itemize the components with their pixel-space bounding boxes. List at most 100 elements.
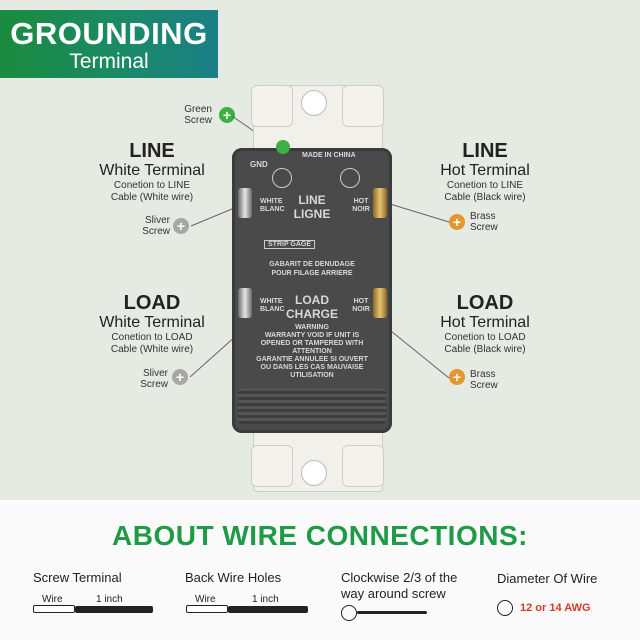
sliver-screw-icon: + xyxy=(173,218,189,234)
sliver-screw-icon: + xyxy=(172,369,188,385)
load-white-heading: LOAD xyxy=(123,292,181,314)
gabarit-text: GABARIT DE DENUDAGE POUR FILAGE ARRIERE xyxy=(252,260,372,278)
garantie-3: UTILISATION xyxy=(290,372,334,379)
title: GROUNDING xyxy=(10,16,208,51)
brass-screw-icon: + xyxy=(449,369,465,385)
strap-ear xyxy=(251,85,293,127)
white-text-load: WHITE BLANC xyxy=(260,298,285,313)
load-white-sub: White Terminal xyxy=(99,314,205,331)
gabarit-2: POUR FILAGE ARRIERE xyxy=(271,270,353,277)
brass-line2: Screw xyxy=(470,222,498,233)
line-ligne-text: LINE LIGNE xyxy=(282,193,342,221)
warning-text: WARNING WARRANTY VOID IF UNIT IS OPENED … xyxy=(244,324,380,380)
line-hot-heading: LINE xyxy=(462,140,508,162)
garantie-2: OU DANS LES CAS MAUVAISE xyxy=(260,364,364,371)
heat-fins xyxy=(238,388,386,424)
screw-loop-icon xyxy=(341,605,357,621)
wire-insulation xyxy=(33,605,75,613)
line-hot-sub: Hot Terminal xyxy=(440,162,530,179)
hot-text: HOT NOIR xyxy=(352,198,370,213)
strap-ear xyxy=(342,445,384,487)
sliver-screw-load xyxy=(238,288,252,318)
brass-screw-label-line: Brass Screw xyxy=(470,211,510,233)
line-white-desc2: Cable (White wire) xyxy=(110,192,194,203)
white-text: WHITE BLANC xyxy=(260,198,285,213)
line-white-sub: White Terminal xyxy=(99,162,205,179)
brass-screw-icon: + xyxy=(449,214,465,230)
brass-screw-label-load: Brass Screw xyxy=(470,369,510,391)
wire-label-2: Wire xyxy=(195,594,216,605)
load-charge-text: LOAD CHARGE xyxy=(282,293,342,321)
brass-screw-line xyxy=(373,188,387,218)
line-white-desc1: Conetion to LINE xyxy=(113,180,191,191)
sliver-screw-label-load: Sliver Screw xyxy=(128,368,168,390)
green-screw-label-2: Screw xyxy=(184,115,212,126)
line-hot-desc1: Conetion to LINE xyxy=(446,180,524,191)
load-hot-sub: Hot Terminal xyxy=(440,314,530,331)
warning: WARNING xyxy=(295,324,329,331)
garantie-1: GARANTIE ANNULEE SI OUVERT xyxy=(256,356,368,363)
device-charge: CHARGE xyxy=(285,307,338,321)
load-white-label: LOAD White Terminal Conetion to LOAD Cab… xyxy=(72,292,232,356)
gnd-text: GND xyxy=(250,160,268,169)
hot-text-load: HOT NOIR xyxy=(352,298,370,313)
cert-mark-icon xyxy=(340,168,360,188)
loop-wire xyxy=(357,611,427,614)
wire-diameter-icon xyxy=(497,600,513,616)
wire-bare xyxy=(75,606,153,613)
load-white-desc1: Conetion to LOAD xyxy=(111,332,193,343)
about-title: ABOUT WIRE CONNECTIONS: xyxy=(112,520,528,551)
clockwise-line2: way around screw xyxy=(341,586,446,601)
title-banner: GROUNDING Terminal xyxy=(0,10,218,78)
load-hot-heading: LOAD xyxy=(456,292,514,314)
line-white-label: LINE White Terminal Conetion to LINE Cab… xyxy=(72,140,232,204)
warranty-2: OPENED OR TAMPERED WITH xyxy=(260,340,364,347)
screw-terminal-caption: Screw Terminal xyxy=(33,570,122,585)
clockwise-caption: Clockwise 2/3 of the way around screw xyxy=(341,570,457,602)
load-hot-desc1: Conetion to LOAD xyxy=(444,332,526,343)
back-wire-holes-caption: Back Wire Holes xyxy=(185,570,282,585)
brass-line1: Brass xyxy=(470,211,496,222)
wire-label: Wire xyxy=(42,594,63,605)
device-load: LOAD xyxy=(295,293,329,307)
brass-load-line1: Brass xyxy=(470,369,496,380)
gabarit-1: GABARIT DE DENUDAGE xyxy=(269,261,355,268)
sliver-line1: Sliver xyxy=(144,215,170,226)
plus-icon: + xyxy=(219,107,235,123)
warranty-1: WARRANTY VOID IF UNIT IS xyxy=(264,332,360,339)
load-white-desc2: Cable (White wire) xyxy=(110,344,194,355)
wire-insulation-2 xyxy=(186,605,228,613)
wire-bare-2 xyxy=(228,606,308,613)
sliver-screw-label-line: Sliver Screw xyxy=(130,215,170,237)
strap-ear xyxy=(251,445,293,487)
brass-load-line2: Screw xyxy=(470,380,498,391)
sliver-load-line1: Sliver xyxy=(142,368,168,379)
sliver-load-line2: Screw xyxy=(140,379,168,390)
mount-hole xyxy=(301,90,327,116)
green-screw-label-1: Green xyxy=(184,104,212,115)
awg-label: 12 or 14 AWG xyxy=(520,602,591,614)
made-in-text: MADE IN CHINA xyxy=(302,152,356,159)
brass-screw-load xyxy=(373,288,387,318)
inch-label: 1 inch xyxy=(96,594,123,605)
load-hot-label: LOAD Hot Terminal Conetion to LOAD Cable… xyxy=(405,292,565,356)
clockwise-line1: Clockwise 2/3 of the xyxy=(341,570,458,585)
load-hot-desc2: Cable (Black wire) xyxy=(444,344,526,355)
green-ground-screw xyxy=(276,140,290,154)
sliver-line2: Screw xyxy=(142,226,170,237)
attention: ATTENTION xyxy=(292,348,332,355)
device-line: LINE xyxy=(298,193,326,207)
device-ligne: LIGNE xyxy=(293,207,331,221)
line-hot-desc2: Cable (Black wire) xyxy=(444,192,526,203)
mount-hole xyxy=(301,460,327,486)
strap-ear xyxy=(342,85,384,127)
sliver-screw-line xyxy=(238,188,252,218)
diameter-caption: Diameter Of Wire xyxy=(497,571,598,586)
inch-label-2: 1 inch xyxy=(252,594,279,605)
bottom-panel xyxy=(0,500,640,640)
line-hot-label: LINE Hot Terminal Conetion to LINE Cable… xyxy=(405,140,565,204)
line-white-heading: LINE xyxy=(129,140,175,162)
cert-mark-icon xyxy=(272,168,292,188)
subtitle: Terminal xyxy=(69,50,149,73)
gfci-receptacle-back: GND MADE IN CHINA LINE LIGNE WHITE BLANC… xyxy=(232,148,392,433)
